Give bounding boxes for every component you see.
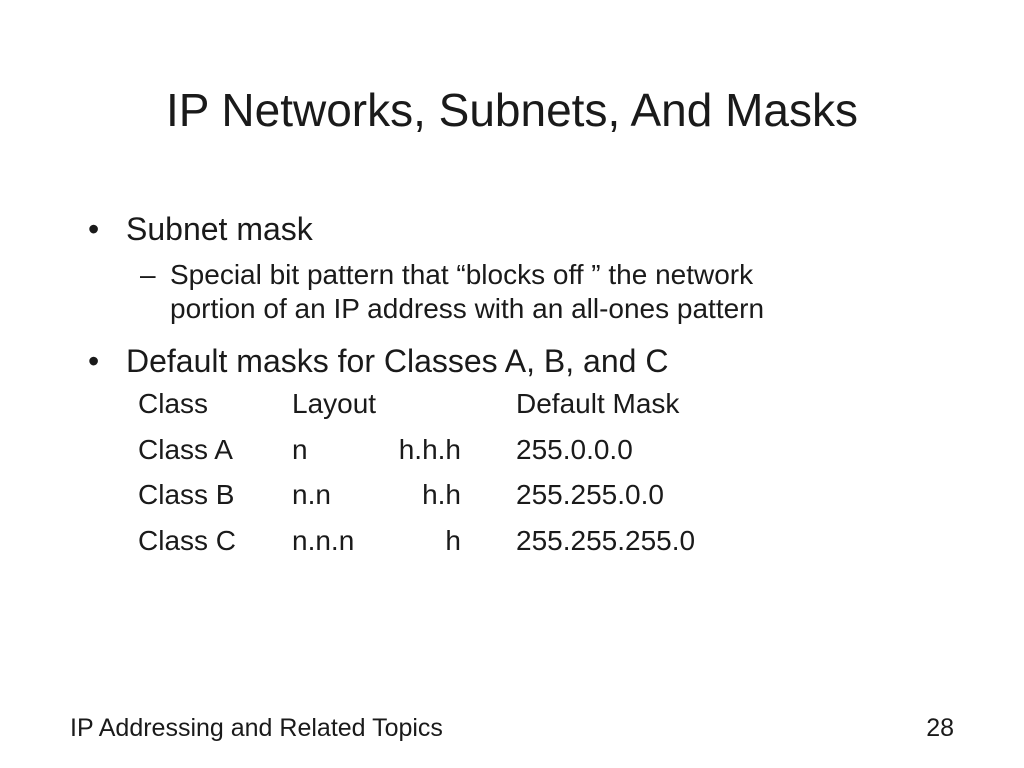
footer-title: IP Addressing and Related Topics: [70, 714, 443, 742]
header-default-mask: Default Mask: [516, 388, 680, 419]
sub-bullet-marker: –: [140, 259, 156, 290]
row-class: Class C: [138, 524, 237, 556]
sub-bullet-line-2: portion of an IP address with an all-one…: [170, 293, 765, 324]
row-host-part: h.h: [422, 479, 461, 510]
bullet-text: Subnet mask: [126, 211, 313, 247]
sub-bullet-text: Special bit pattern that “blocks off ” t…: [170, 258, 764, 326]
row-mask: 255.0.0.0: [516, 433, 633, 465]
header-class: Class: [138, 388, 209, 419]
row-network-part: n: [292, 433, 308, 465]
bullet-text: Default masks for Classes A, B, and C: [126, 343, 669, 379]
sub-bullet-line-1: Special bit pattern that “blocks off ” t…: [170, 259, 754, 290]
bullet-marker: •: [88, 211, 100, 247]
row-class: Class A: [138, 433, 233, 465]
row-host-part: h: [445, 524, 461, 556]
bullet-marker: •: [88, 343, 100, 379]
slide-title: IP Networks, Subnets, And Masks: [165, 84, 859, 136]
row-host-part: h.h.h: [398, 433, 461, 465]
row-network-part: n.n.n: [292, 524, 355, 556]
row-mask: 255.255.255.0: [516, 524, 696, 556]
page-number: 28: [926, 714, 954, 742]
row-mask: 255.255.0.0: [516, 479, 664, 510]
row-network-part: n.n: [292, 479, 331, 510]
row-class: Class B: [138, 479, 235, 510]
header-layout: Layout: [292, 388, 377, 419]
